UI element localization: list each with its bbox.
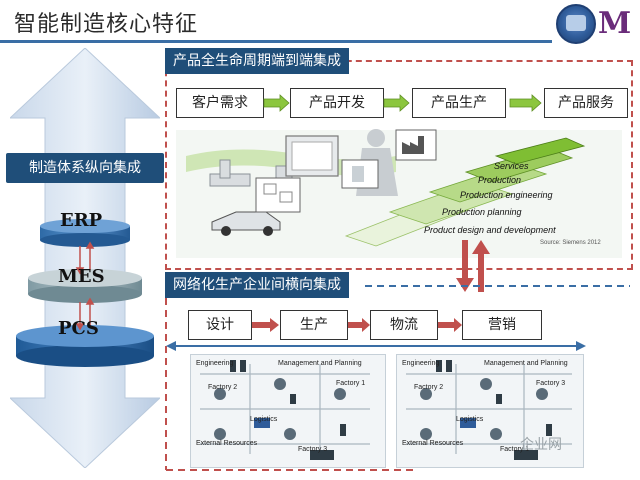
- page-title: 智能制造核心特征: [14, 12, 199, 37]
- horizontal-integration-header: 网络化生产企业间横向集成: [165, 272, 349, 298]
- end-to-end-box: [165, 60, 633, 270]
- engineering-label-left: Engineering: [196, 360, 234, 367]
- car-icon: [211, 211, 281, 236]
- flow-step-production: 产品生产: [412, 88, 506, 118]
- mes-label: MES: [58, 266, 105, 287]
- watermark: 企业网: [520, 437, 562, 453]
- flow-step-production: 生产: [280, 310, 348, 340]
- pcs-label: PCS: [58, 318, 99, 339]
- horizontal-double-arrow: [166, 341, 586, 351]
- factory-network-drawing-left: [200, 360, 370, 460]
- flow-step-product-service: 产品服务: [544, 88, 628, 118]
- logistics-label-right: Logistics: [456, 416, 484, 423]
- university-seal-logo: [556, 4, 596, 44]
- external-label-left: External Resources: [196, 440, 258, 447]
- source-note: Source: Siemens 2012: [540, 240, 601, 246]
- top-flow-arrows: [263, 94, 542, 112]
- factory-2-label-right: Factory 2: [414, 384, 444, 391]
- mgmt-label-left: Management and Planning: [278, 360, 362, 367]
- factory-network-drawing-right: [406, 360, 572, 460]
- engineering-label-right: Engineering: [402, 360, 440, 367]
- end-to-end-header: 产品全生命周期端到端集成: [165, 48, 349, 74]
- external-label-right: External Resources: [402, 440, 464, 447]
- mgmt-label-right: Management and Planning: [484, 360, 568, 367]
- factory-network-panel-left: [190, 354, 386, 468]
- bottom-flow-arrows: [252, 318, 462, 332]
- stair-label-production-engineering: Production engineering: [460, 190, 553, 200]
- stair-label-production-planning: Production planning: [442, 207, 522, 217]
- factory-2-label-left: Factory 2: [208, 384, 238, 391]
- flow-step-marketing: 营销: [462, 310, 542, 340]
- erp-disk: [40, 219, 130, 247]
- factory-1-label-left: Factory 1: [336, 380, 366, 387]
- pcs-disk: [16, 325, 154, 367]
- stair-label-production: Production: [478, 175, 522, 185]
- logistics-label-left: Logistics: [250, 416, 278, 423]
- layer-stack: [16, 219, 154, 367]
- stair-label-services: Services: [494, 161, 529, 171]
- m-logo: M: [598, 6, 632, 41]
- title-rule: [0, 40, 552, 43]
- vertical-integration-label: 制造体系纵向集成: [6, 153, 164, 183]
- factory-1-label-right: Factory 1: [500, 446, 530, 453]
- flow-step-customer-needs: 客户需求: [176, 88, 264, 118]
- flow-step-logistics: 物流: [370, 310, 438, 340]
- lifecycle-drawing: [186, 129, 586, 247]
- stair-label-product-design: Product design and development: [424, 225, 556, 235]
- flow-step-design: 设计: [188, 310, 252, 340]
- factory-3-label-right: Factory 3: [536, 380, 566, 387]
- lifecycle-stairs: [344, 137, 586, 247]
- erp-mes-arrows: [75, 241, 95, 331]
- factory-3-label-left: Factory 3: [298, 446, 328, 453]
- factory-icon: [395, 129, 437, 161]
- erp-label: ERP: [60, 210, 103, 231]
- mes-disk: [28, 269, 142, 303]
- horizontal-integration-frame: [165, 285, 630, 471]
- schematic-icon: [255, 177, 301, 213]
- factory-network-panel-right: [396, 354, 584, 468]
- flow-step-product-development: 产品开发: [290, 88, 384, 118]
